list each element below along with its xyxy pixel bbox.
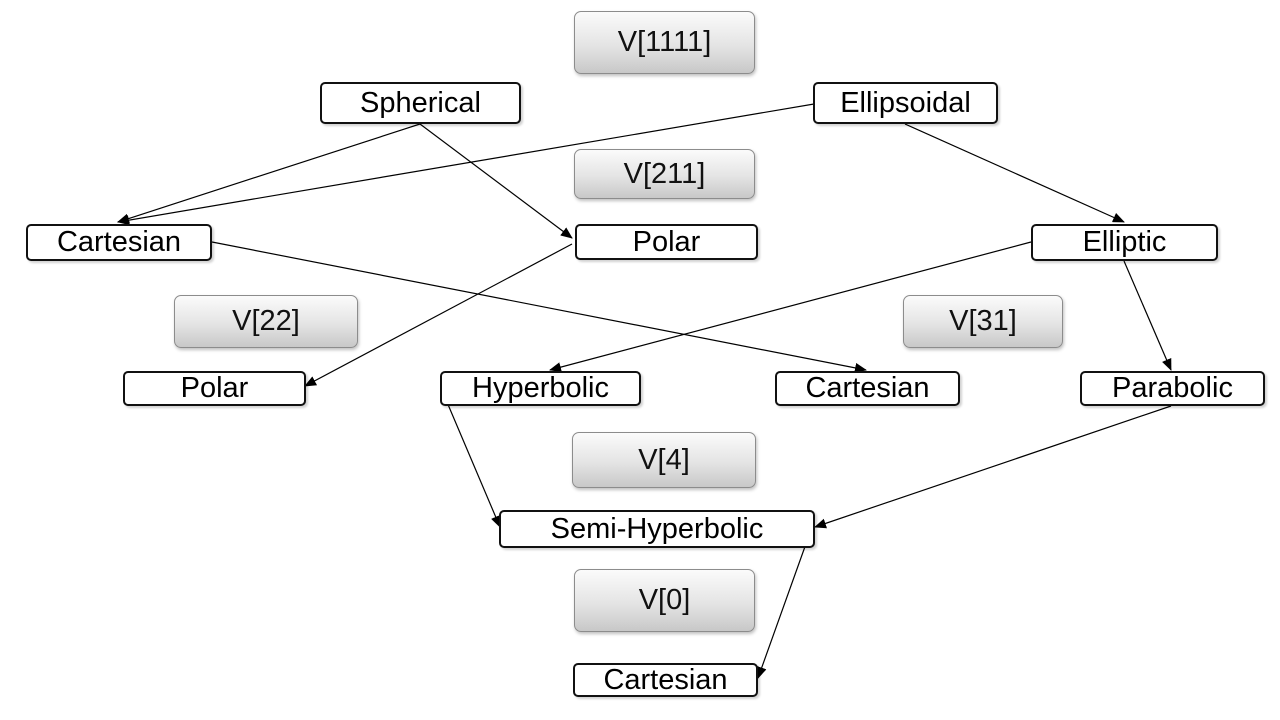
node-polar-211: Polar xyxy=(575,224,758,260)
node-cartesian-211: Cartesian xyxy=(26,224,212,261)
node-parabolic: Parabolic xyxy=(1080,371,1265,406)
level-label-v0: V[0] xyxy=(574,569,755,632)
edge-semi-hyperbolic-to-cartesian xyxy=(756,526,813,679)
node-ellipsoidal: Ellipsoidal xyxy=(813,82,998,124)
level-label-v211: V[211] xyxy=(574,149,755,199)
edge-ellipsoidal-to-elliptic xyxy=(904,123,1125,223)
node-cartesian-31: Cartesian xyxy=(775,371,960,406)
edge-spherical-to-polar xyxy=(419,123,573,239)
node-elliptic: Elliptic xyxy=(1031,224,1218,261)
level-label-v22: V[22] xyxy=(174,295,358,348)
edge-spherical-to-cartesian xyxy=(117,123,421,224)
edge-hyperbolic-to-semi-hyperbolic xyxy=(440,387,501,528)
node-cartesian-0: Cartesian xyxy=(573,663,758,697)
node-semi-hyperbolic: Semi-Hyperbolic xyxy=(499,510,815,548)
edge-elliptic-to-parabolic xyxy=(1123,260,1172,371)
node-spherical: Spherical xyxy=(320,82,521,124)
level-label-v1111: V[1111] xyxy=(574,11,755,74)
node-hyperbolic: Hyperbolic xyxy=(440,371,641,406)
level-label-v4: V[4] xyxy=(572,432,756,488)
level-label-v31: V[31] xyxy=(903,295,1063,348)
node-polar-22: Polar xyxy=(123,371,306,406)
edge-parabolic-to-semi-hyperbolic xyxy=(814,405,1172,529)
